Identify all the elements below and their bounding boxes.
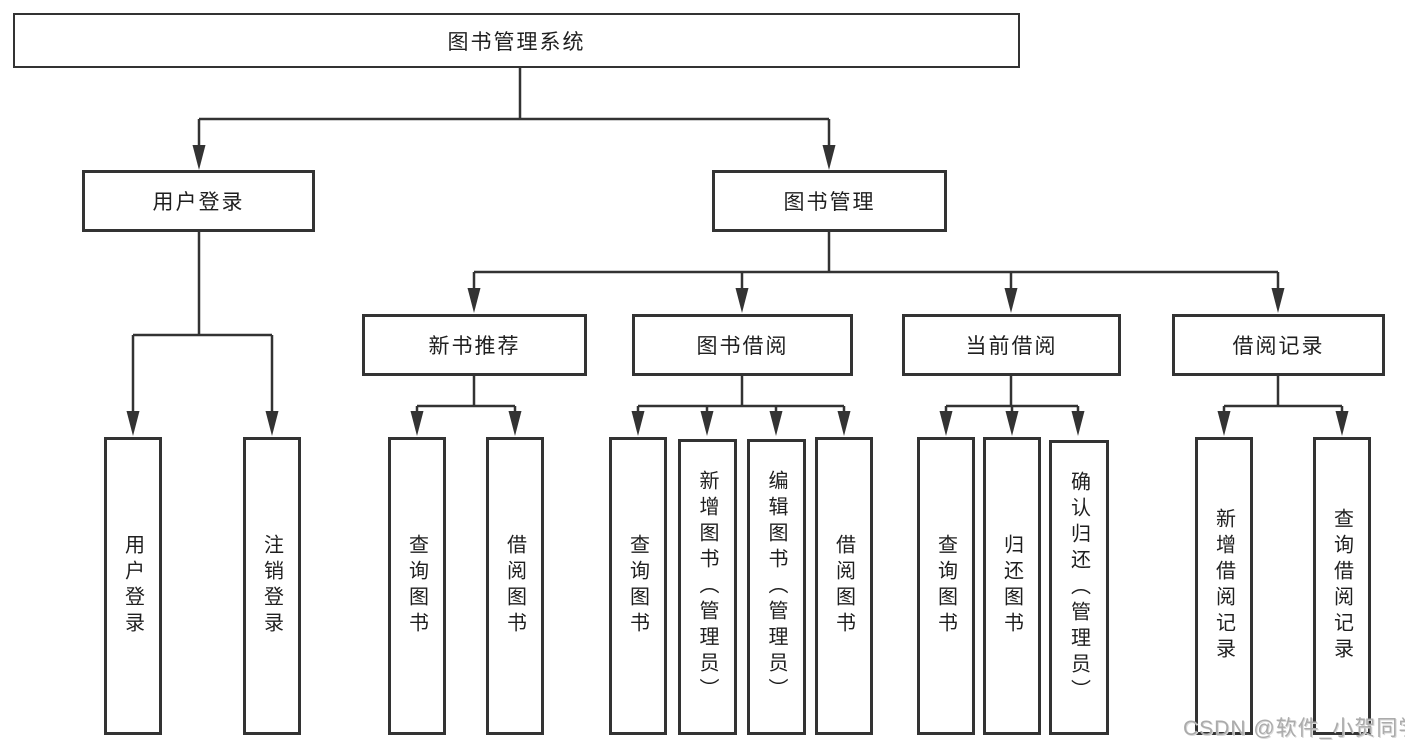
node-current-borrowing: 当前借阅 [902, 314, 1121, 376]
leaf-query-borrow-record: 查询借阅记录 [1313, 437, 1371, 735]
leaf-logout: 注销登录 [243, 437, 301, 735]
leaf-query-books-borrowing: 查询图书 [609, 437, 667, 735]
leaf-edit-book-admin: 编辑图书（管理员） [747, 439, 806, 735]
node-borrowing-records: 借阅记录 [1172, 314, 1385, 376]
leaf-add-book-admin: 新增图书（管理员） [678, 439, 737, 735]
node-user-login: 用户登录 [82, 170, 315, 232]
node-new-book-recommend: 新书推荐 [362, 314, 587, 376]
node-book-management: 图书管理 [712, 170, 947, 232]
node-library-system: 图书管理系统 [13, 13, 1020, 68]
leaf-confirm-return-admin: 确认归还（管理员） [1049, 440, 1109, 735]
arrowheads [126, 145, 1349, 436]
node-book-borrowing: 图书借阅 [632, 314, 853, 376]
leaf-query-books-recommend: 查询图书 [388, 437, 446, 735]
leaf-borrow-books-borrowing: 借阅图书 [815, 437, 873, 735]
leaf-query-books-current: 查询图书 [917, 437, 975, 735]
leaf-borrow-books-recommend: 借阅图书 [486, 437, 544, 735]
leaf-user-login: 用户登录 [104, 437, 162, 735]
leaf-add-borrow-record: 新增借阅记录 [1195, 437, 1253, 735]
watermark-text: CSDN @软件_小贺同学 [1183, 717, 1405, 740]
leaf-return-books: 归还图书 [983, 437, 1041, 735]
